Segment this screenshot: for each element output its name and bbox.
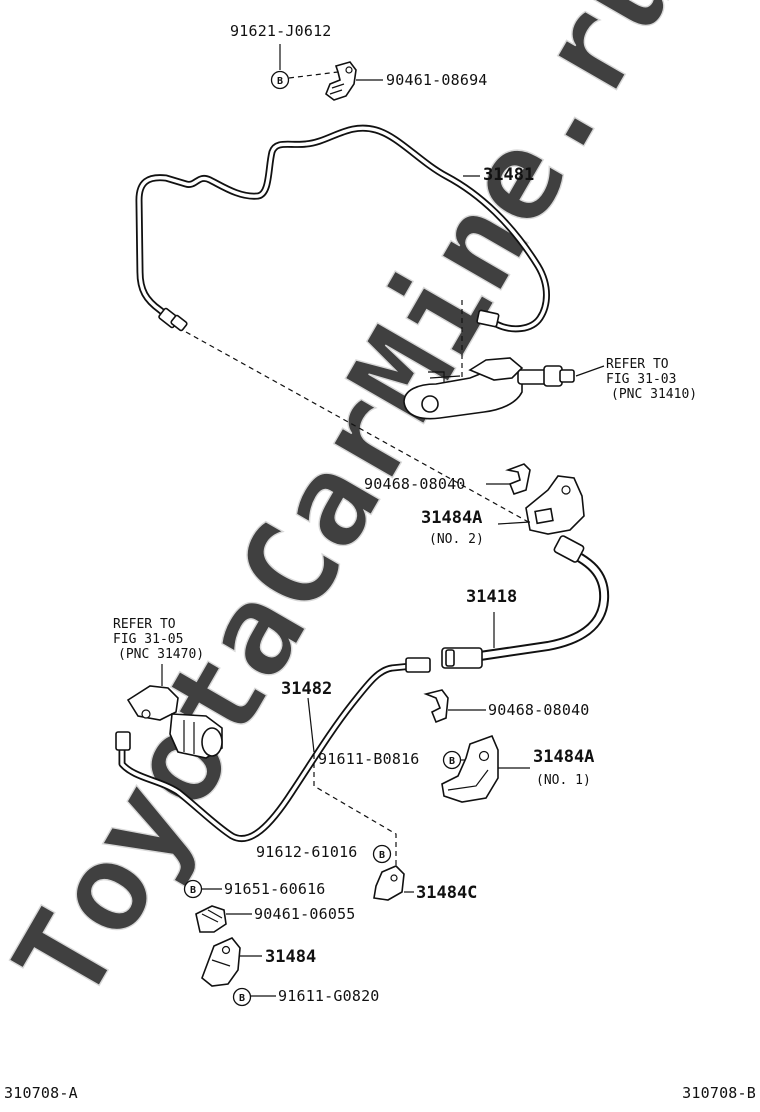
label-31484A-no2: 31484A	[421, 508, 482, 528]
watermark: ToyotaCarMine.ru	[0, 0, 709, 1026]
label-91611-B0816: 91611-B0816	[318, 750, 420, 768]
bracket-31484	[201, 937, 262, 987]
bracket-31484C	[373, 865, 414, 901]
svg-text:B: B	[277, 76, 283, 87]
label-31484: 31484	[265, 947, 316, 967]
label-91612-61016: 91612-61016	[256, 843, 358, 861]
label-90461-08694: 90461-08694	[386, 71, 488, 89]
svg-text:B: B	[449, 756, 455, 767]
label-no1: (NO. 1)	[536, 773, 591, 788]
bolt-marker-icon: B	[183, 879, 203, 899]
leader-dashed-31481	[185, 331, 533, 525]
master-cylinder-top	[403, 300, 605, 420]
footer-left-code: 310708-A	[4, 1084, 78, 1102]
refer-left-line3: (PNC 31470)	[118, 647, 204, 662]
label-no2: (NO. 2)	[429, 532, 484, 547]
svg-text:B: B	[239, 993, 245, 1004]
clip-90468-08040-top	[486, 463, 531, 495]
hose-31418	[441, 535, 610, 669]
tube-31482	[115, 657, 431, 843]
label-31481: 31481	[483, 165, 534, 185]
refer-left-line1: REFER TO	[113, 617, 176, 632]
label-31484A-no1: 31484A	[533, 747, 594, 767]
tube-31481	[135, 124, 550, 333]
label-31418: 31418	[466, 587, 517, 607]
refer-top-line2: FIG 31-03	[606, 372, 676, 387]
bolt-91621-J0612: B	[270, 44, 339, 90]
refer-top-line1: REFER TO	[606, 357, 669, 372]
clamp-90461-06055	[195, 905, 252, 933]
clip-90468-08040-mid	[423, 689, 486, 724]
label-90461-06055: 90461-06055	[254, 905, 356, 923]
slave-cylinder-left	[126, 664, 223, 759]
bolt-marker-icon: B	[442, 750, 462, 770]
clamp-90461-08694	[325, 61, 383, 101]
bracket-31484A-no2	[497, 475, 585, 535]
bracket-31484A-no1	[441, 734, 530, 803]
footer-right-code: 310708-B	[682, 1084, 756, 1102]
svg-text:B: B	[379, 850, 385, 861]
bolt-marker-icon: B	[270, 70, 290, 90]
refer-left-line2: FIG 31-05	[113, 632, 183, 647]
label-91611-G0820: 91611-G0820	[278, 987, 380, 1005]
label-90468-08040-mid: 90468-08040	[488, 701, 590, 719]
label-91651-60616: 91651-60616	[224, 880, 326, 898]
label-91621-J0612: 91621-J0612	[230, 22, 332, 40]
refer-top-line3: (PNC 31410)	[611, 387, 697, 402]
label-31482: 31482	[281, 679, 332, 699]
label-90468-08040-top: 90468-08040	[364, 475, 466, 493]
label-31484C: 31484C	[416, 883, 477, 903]
bolt-marker-icon: B	[232, 987, 252, 1007]
svg-text:B: B	[190, 885, 196, 896]
bolt-marker-icon: B	[372, 844, 392, 864]
